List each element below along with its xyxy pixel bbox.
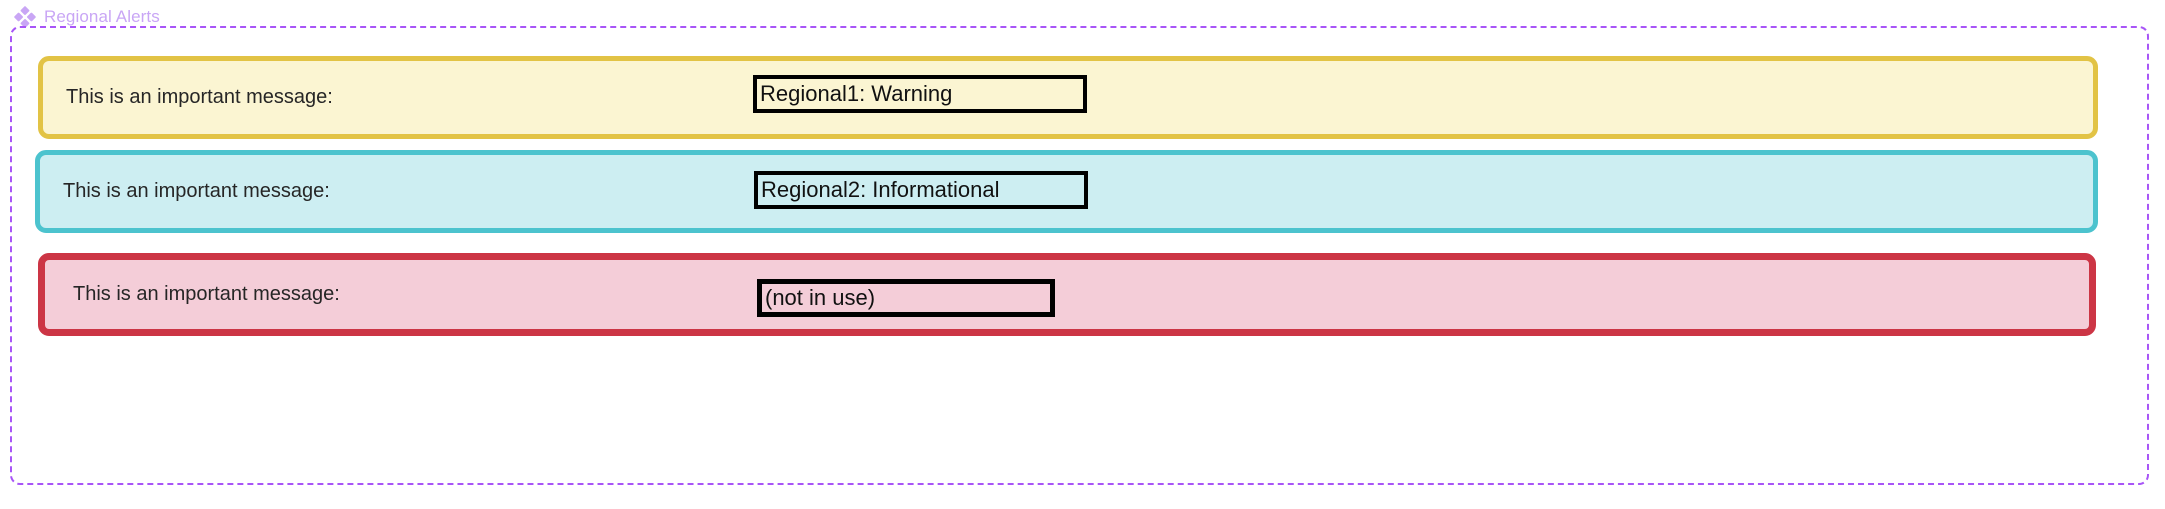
alert-message: This is an important message: [66,86,333,108]
section-header: Regional Alerts [14,4,160,30]
alert-tag-regional1: Regional1: Warning [753,75,1087,113]
alerts-stack: This is an important message: Regional1:… [12,28,2147,483]
alert-regional1: This is an important message: Regional1:… [38,56,2098,139]
alert-tag-label: Regional1: Warning [760,81,953,106]
alerts-container: This is an important message: Regional1:… [10,26,2149,485]
alert-tag-regional3: (not in use) [757,279,1055,317]
alert-message: This is an important message: [73,283,340,305]
alert-tag-regional2: Regional2: Informational [754,171,1088,209]
four-diamond-cluster-icon [14,6,36,28]
alert-regional3: This is an important message: (not in us… [38,253,2096,336]
alert-message: This is an important message: [63,180,330,202]
alert-regional2: This is an important message: Regional2:… [35,150,2098,233]
alert-tag-label: Regional2: Informational [761,177,1000,202]
alert-tag-label: (not in use) [765,285,876,310]
page-title: Regional Alerts [44,7,160,26]
